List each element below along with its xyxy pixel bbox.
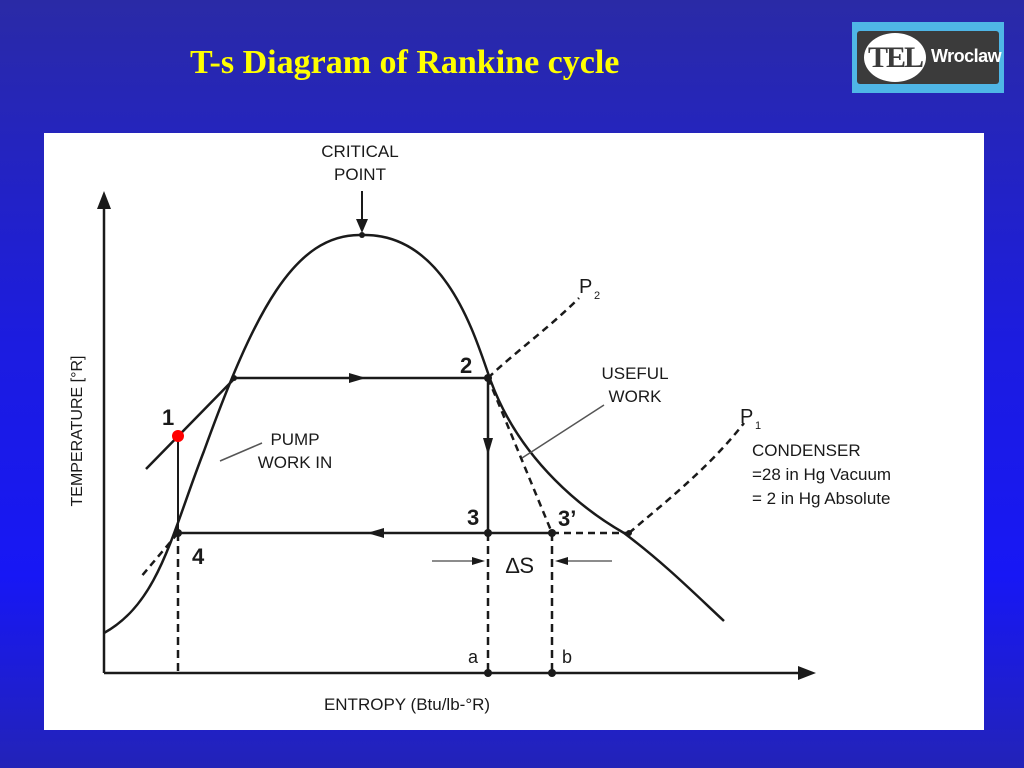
- p1-dome-marker: [626, 530, 632, 536]
- dome-top-left-marker: [231, 375, 237, 381]
- state-point-4: [174, 529, 182, 537]
- rankine-ts-diagram: CRITICAL POINT P 2 USEFUL WORK P 1 CONDE…: [69, 142, 891, 714]
- logo-text: Wroclaw: [931, 46, 1002, 66]
- point-b-marker: [548, 669, 556, 677]
- pressure-line-p2: [487, 297, 580, 379]
- delta-s-label: ∆S: [506, 553, 534, 578]
- condenser-label-3: = 2 in Hg Absolute: [752, 489, 890, 508]
- y-axis-label: TEMPERATURE [°R]: [69, 356, 86, 507]
- useful-work-label-1: USEFUL: [601, 364, 668, 383]
- delta-s-right-arrow: [555, 557, 568, 565]
- condenser-label-2: =28 in Hg Vacuum: [752, 465, 891, 484]
- logo-badge: TEL Wroclaw: [857, 31, 1002, 84]
- point-2-label: 2: [460, 353, 472, 378]
- state-point-3-prime: [548, 529, 556, 537]
- state-point-2: [484, 374, 492, 382]
- pressure-line-below-4: [139, 532, 179, 579]
- expansion-arrow: [483, 438, 493, 455]
- p2-label: P: [579, 276, 592, 298]
- pump-work-label-2: WORK IN: [258, 453, 333, 472]
- useful-work-label-2: WORK: [609, 387, 663, 406]
- pressure-line-p1: [628, 422, 745, 534]
- p1-label: P: [740, 406, 753, 428]
- useful-work-leader: [521, 404, 605, 459]
- logo-mark: TEL: [864, 33, 926, 82]
- critical-point-label-2: POINT: [334, 165, 386, 184]
- p2-subscript: 2: [594, 290, 600, 302]
- actual-expansion-line: [486, 377, 554, 534]
- diagram-panel: CRITICAL POINT P 2 USEFUL WORK P 1 CONDE…: [44, 133, 984, 730]
- point-3-label: 3: [467, 505, 479, 530]
- critical-point-marker: [359, 232, 365, 238]
- point-3-prime-label: 3’: [558, 506, 576, 531]
- saturation-dome: [103, 233, 725, 635]
- condenser-label-1: CONDENSER: [752, 441, 861, 460]
- point-a-marker: [484, 669, 492, 677]
- critical-point-arrowhead: [356, 219, 368, 233]
- point-4-label: 4: [192, 544, 205, 569]
- point-1-label: 1: [162, 405, 174, 430]
- point-b-label: b: [562, 647, 572, 667]
- compressed-liquid-line: [145, 376, 237, 470]
- y-axis-arrow: [97, 191, 111, 209]
- condenser-arrow: [367, 528, 384, 538]
- critical-point-label-1: CRITICAL: [321, 142, 398, 161]
- point-a-label: a: [468, 647, 479, 667]
- pump-work-label-1: PUMP: [270, 430, 319, 449]
- evaporation-arrow: [349, 373, 366, 383]
- p1-subscript: 1: [755, 420, 761, 432]
- slide-title: T-s Diagram of Rankine cycle: [190, 44, 620, 81]
- state-point-1: [172, 430, 184, 442]
- tel-wroclaw-logo: TEL Wroclaw: [852, 22, 1004, 93]
- pump-work-leader: [219, 442, 263, 462]
- x-axis-arrow: [798, 666, 816, 680]
- x-axis-label: ENTROPY (Btu/lb-°R): [324, 695, 490, 714]
- delta-s-left-arrow: [472, 557, 485, 565]
- state-point-3: [484, 529, 492, 537]
